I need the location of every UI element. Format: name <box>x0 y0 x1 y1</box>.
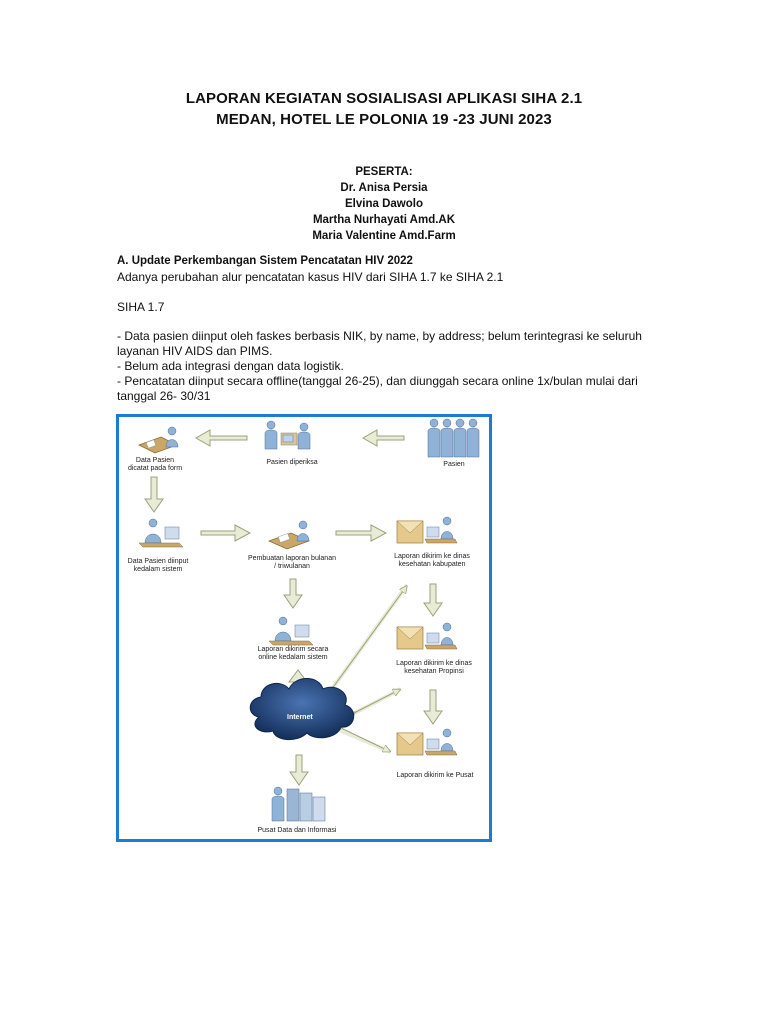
envelope-computer-icon <box>396 622 458 650</box>
section-intro: Adanya perubahan alur pencatatan kasus H… <box>117 270 504 284</box>
bullet-item: - Pencatatan diinput secara offline(tang… <box>117 374 638 403</box>
participants-block: PESERTA: Dr. Anisa Persia Elvina Dawolo … <box>0 164 768 244</box>
document-title-line1: LAPORAN KEGIATAN SOSIALISASI APLIKASI SI… <box>185 90 583 107</box>
online-report-icon <box>268 616 314 646</box>
arrow-down <box>423 583 443 617</box>
data-center-icon <box>271 786 326 822</box>
siha-version-heading: SIHA 1.7 <box>117 300 165 314</box>
report-desk-icon <box>268 520 310 550</box>
node-pasien: Pasien <box>443 461 465 468</box>
computer-user-icon <box>138 518 184 548</box>
internet-cloud-icon <box>249 678 355 740</box>
arrow-down <box>144 476 164 513</box>
bullet-item: - Data pasien diinput oleh faskes berbas… <box>117 329 642 358</box>
icon-group <box>138 418 480 822</box>
arrow-right <box>335 524 388 542</box>
node-data-diinput: Data Pasien diinput kedalam sistem <box>127 558 189 573</box>
arrow-left <box>361 429 405 447</box>
participants-heading: PESERTA: <box>355 166 413 178</box>
envelope-computer-icon <box>396 516 458 544</box>
envelope-computer-icon <box>396 728 458 756</box>
arrow-right <box>200 524 252 542</box>
arrow-down <box>423 689 443 725</box>
node-data-dicatat: Data Pasien dicatat pada form <box>127 457 183 472</box>
doctor-patient-icon <box>264 420 311 450</box>
node-pembuatan-laporan: Pembuatan laporan bulanan / triwulanan <box>248 555 336 570</box>
node-laporan-online: Laporan dikirim secara online kedalam si… <box>257 646 329 661</box>
section-heading: A. Update Perkembangan Sistem Pencatatan… <box>117 255 413 267</box>
participant-name: Elvina Dawolo <box>345 198 423 210</box>
node-pusat-data: Pusat Data dan Informasi <box>257 827 337 834</box>
desk-person-icon <box>138 426 179 454</box>
arrow-down <box>283 578 303 609</box>
node-laporan-pusat: Laporan dikirim ke Pusat <box>396 772 474 779</box>
workflow-diagram: Data Pasien dicatat pada form Pasien dip… <box>116 414 492 842</box>
participant-name: Dr. Anisa Persia <box>340 182 428 194</box>
participant-name: Maria Valentine Amd.Farm <box>312 230 456 242</box>
participant-name: Martha Nurhayati Amd.AK <box>312 214 456 226</box>
diagram-graphics <box>138 418 480 822</box>
node-laporan-propinsi: Laporan dikirim ke dinas kesehatan Propi… <box>396 660 472 675</box>
node-internet: Internet <box>287 714 313 721</box>
node-laporan-kabupaten: Laporan dikirim ke dinas kesehatan kabup… <box>394 553 470 568</box>
node-pasien-diperiksa: Pasien diperiksa <box>266 459 318 466</box>
arrow-down <box>289 754 309 786</box>
arrow-left <box>194 429 248 447</box>
patients-group-icon <box>427 418 480 458</box>
bullet-item: - Belum ada integrasi dengan data logist… <box>117 359 344 373</box>
document-title-line2: MEDAN, HOTEL LE POLONIA 19 -23 JUNI 2023 <box>216 111 552 128</box>
